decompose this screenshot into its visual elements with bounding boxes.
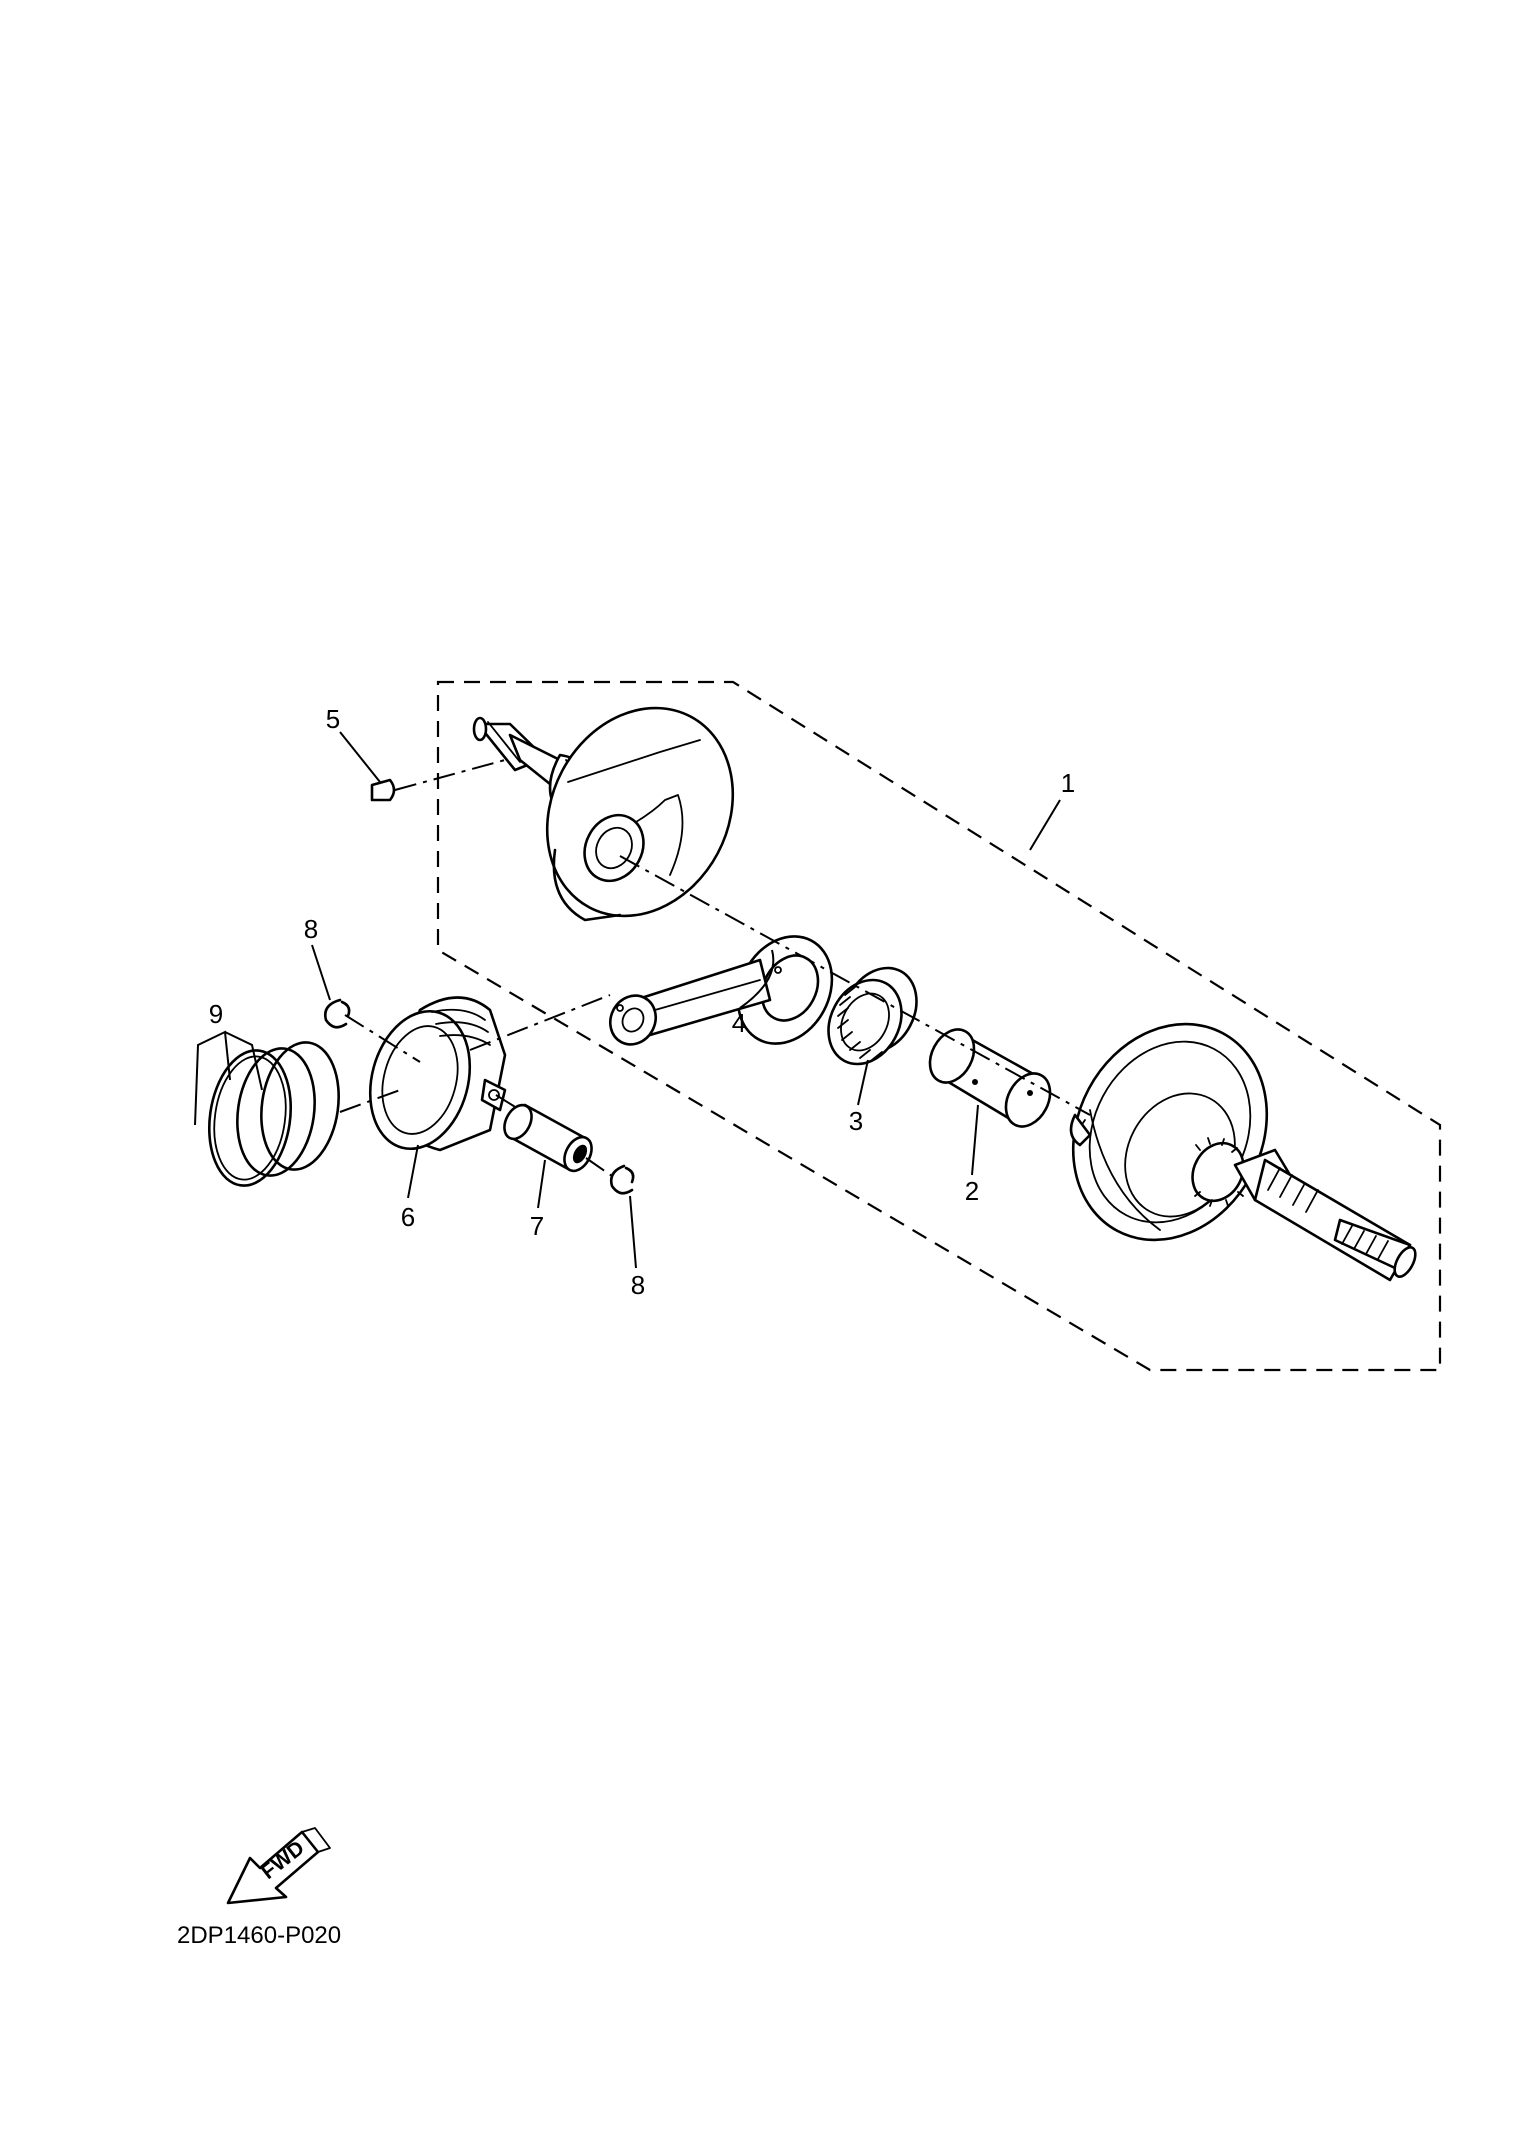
leader-1	[1029, 799, 1061, 851]
leader-2	[971, 1104, 979, 1176]
leader-7	[537, 1159, 546, 1209]
callout-5: 5	[326, 704, 340, 734]
woodruff-key	[370, 778, 396, 802]
key-centreline	[394, 759, 506, 791]
leader-4	[739, 949, 775, 1009]
callout-4: 4	[732, 1008, 746, 1038]
piston-centreline-b	[339, 1089, 401, 1113]
left-crank-web	[472, 706, 735, 922]
callout-3: 3	[849, 1106, 863, 1136]
piston-pin	[503, 1103, 593, 1173]
callout-2: 2	[965, 1176, 979, 1206]
crank-pin	[928, 1028, 1052, 1128]
callout-8a: 8	[304, 914, 318, 944]
piston-pin-clip-top	[324, 998, 351, 1029]
callout-6: 6	[401, 1202, 415, 1232]
leader-8b	[629, 1195, 637, 1269]
callout-7: 7	[530, 1211, 544, 1241]
leader-9	[194, 1030, 263, 1126]
leader-6	[407, 1144, 419, 1199]
piston-pin-clip-bottom	[609, 1164, 635, 1195]
crankshaft-assembly-boundary	[436, 680, 1442, 1372]
leader-8a	[311, 944, 331, 1001]
piston-centreline-a	[469, 994, 611, 1051]
leader-5	[339, 731, 381, 783]
drawing-code: 2DP1460-P020	[177, 1922, 341, 1949]
crank-centreline	[619, 855, 1091, 1116]
piston-pin-axis	[344, 1014, 613, 1177]
leader-3	[857, 1059, 869, 1106]
piston	[368, 996, 507, 1152]
right-crank-web	[1069, 1022, 1417, 1282]
connecting-rod	[609, 935, 834, 1046]
piston-ring-set	[207, 1041, 340, 1187]
callout-1: 1	[1061, 768, 1075, 798]
callout-9: 9	[209, 999, 223, 1029]
callout-8b: 8	[631, 1270, 645, 1300]
forward-direction-arrow-icon: FWD	[226, 1827, 331, 1905]
